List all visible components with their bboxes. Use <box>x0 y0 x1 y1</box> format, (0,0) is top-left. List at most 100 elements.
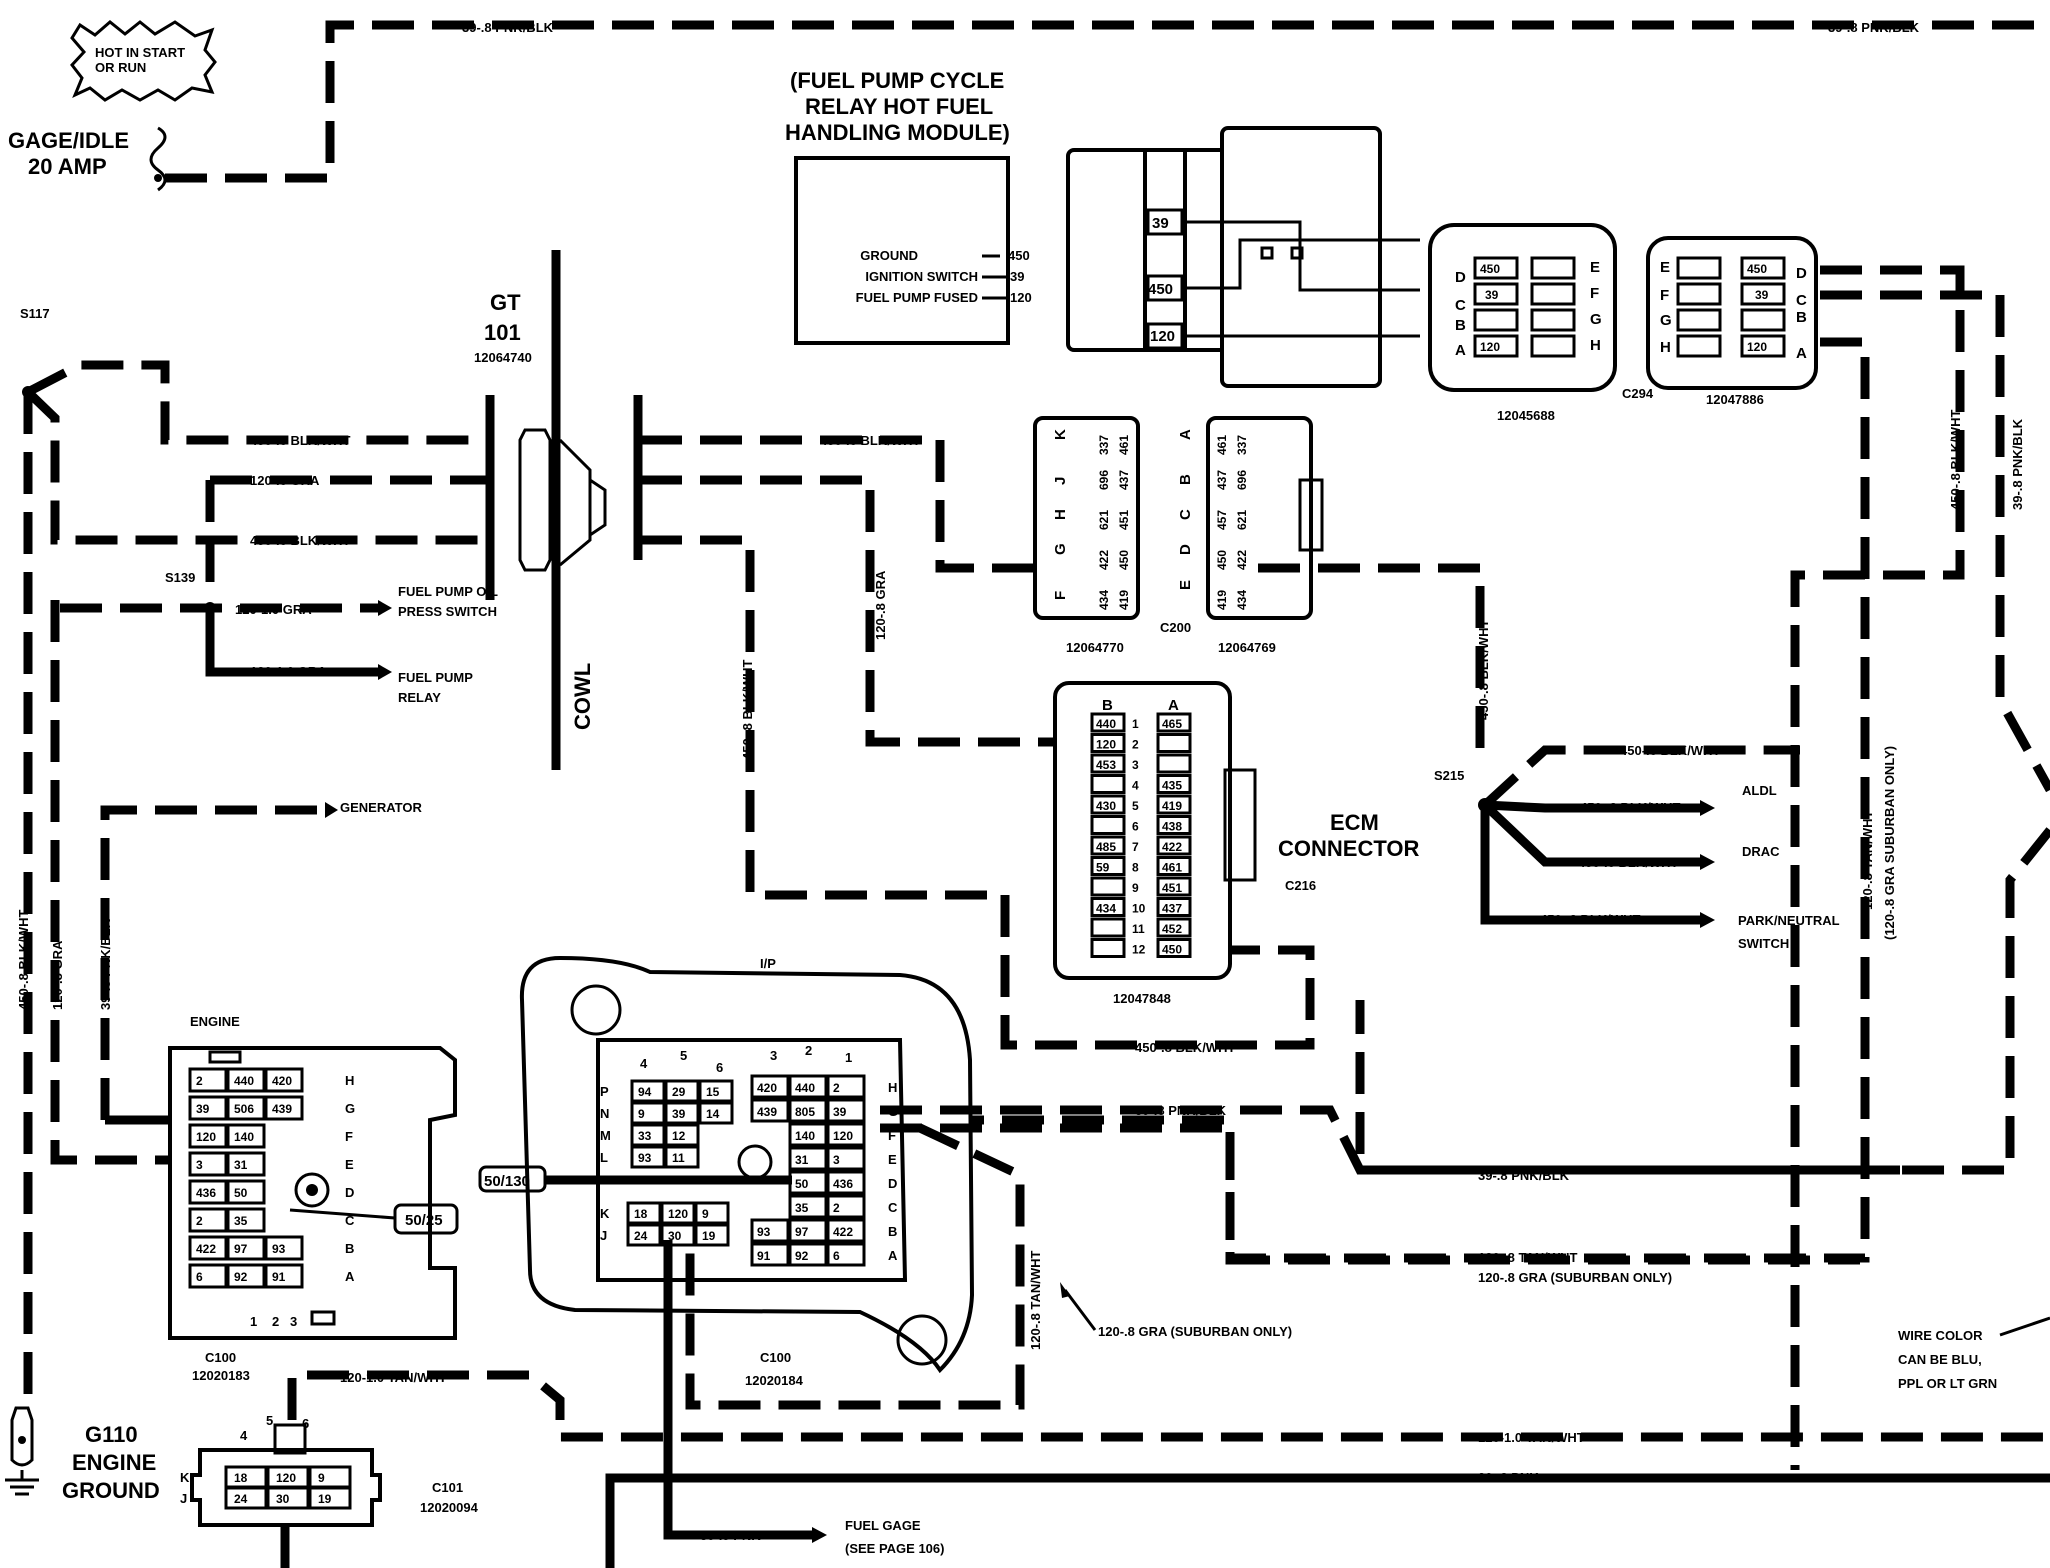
wire-120-1-label: 120-.8 GRA <box>250 473 320 488</box>
ecm-cell-a-text: 435 <box>1162 779 1182 793</box>
engine-title: ENGINE <box>190 1014 240 1029</box>
c200-r-cell-337: 337 <box>1235 435 1249 455</box>
wire-39-ip <box>880 1105 1900 1175</box>
engine-cell <box>188 1207 228 1233</box>
c101-cell-text: 19 <box>318 1492 332 1506</box>
engine-cell-text: 6 <box>196 1270 203 1284</box>
ecm-cell-a <box>1156 897 1192 917</box>
engine-cell <box>226 1095 266 1121</box>
ecm-cell-a <box>1156 794 1192 815</box>
engine-col-1: 1 <box>250 1314 257 1329</box>
ecm-row-num: 11 <box>1132 922 1145 936</box>
ip-kj-cell-text: 19 <box>702 1229 716 1243</box>
wire-39-far-right <box>1820 290 2050 793</box>
engine-cell-text: 50 <box>234 1186 248 1200</box>
ip-right-cell-text: 93 <box>757 1225 771 1239</box>
wire-450-vert-label: 450-.8 BLK/WHT <box>740 660 755 760</box>
ip-right-cell-text: 440 <box>795 1081 815 1095</box>
engine-row-letter: H <box>345 1073 354 1088</box>
ecm-row-num: 12 <box>1132 943 1146 957</box>
ip-callout: 50/130 <box>484 1173 530 1190</box>
module-title-3: HANDLING MODULE) <box>785 120 1010 145</box>
ecm-cell-b-text: 485 <box>1096 840 1116 854</box>
module-title-1: (FUEL PUMP CYCLE <box>790 68 1004 93</box>
module-pin-fuse: FUEL PUMP FUSED <box>856 290 978 305</box>
c200-l-cell-422: 422 <box>1097 550 1111 570</box>
relay-pin-39: 39 <box>1152 215 1169 232</box>
oil-press-label-2: PRESS SWITCH <box>398 604 497 619</box>
c200-right-letter-c: C <box>1177 509 1194 520</box>
ip-cell <box>664 1145 700 1169</box>
fuse-label-1: GAGE/IDLE <box>8 128 129 153</box>
s215-label: S215 <box>1434 768 1464 783</box>
ip-right-letter: E <box>888 1152 897 1167</box>
c200-l-cell-450: 450 <box>1117 550 1131 570</box>
ip-cell <box>698 1079 734 1103</box>
ecm-row-num: 1 <box>1132 717 1139 731</box>
ecm-cell-b <box>1090 753 1126 774</box>
engine-cell <box>188 1263 228 1289</box>
ip-cell <box>630 1079 666 1103</box>
ecm-cell-b <box>1090 897 1126 917</box>
engine-cell <box>226 1179 266 1205</box>
ip-col-label: 3 <box>770 1048 777 1063</box>
ip-right-cell <box>750 1098 790 1123</box>
ip-cell-text: 39 <box>672 1107 686 1121</box>
engine-cell <box>226 1151 266 1177</box>
c200-r-cell-621: 621 <box>1235 510 1249 530</box>
wire-120-left <box>50 600 170 1165</box>
hot-in-start-badge: HOT IN START OR RUN <box>70 20 217 102</box>
ip-right-cell <box>788 1074 828 1099</box>
c294-left-letter-a: A <box>1455 342 1466 359</box>
ecm-row-num: 6 <box>1132 820 1139 834</box>
ip-kj-cell <box>694 1223 730 1247</box>
ip-right-cell-text: 97 <box>795 1225 809 1239</box>
ecm-cell-a <box>1156 712 1192 733</box>
ip-right-letter: C <box>888 1200 898 1215</box>
ip-right-cell <box>750 1074 790 1099</box>
ecm-col-a: A <box>1168 697 1179 714</box>
c200-right-letter-d: D <box>1177 544 1194 555</box>
ip-right-cell <box>826 1122 866 1147</box>
engine-cell-text: 92 <box>234 1270 248 1284</box>
module-pin-ign: IGNITION SWITCH <box>865 269 978 284</box>
wire-450-right <box>640 435 1050 573</box>
wire-39-far-right-label: 39-.8 PNK/BLK <box>2010 418 2025 510</box>
ecm-cell-b-empty <box>1090 774 1126 794</box>
ip-col-label: 5 <box>680 1048 687 1063</box>
ecm-cell-a-text: 451 <box>1162 881 1182 895</box>
ip-right-cell-text: 31 <box>795 1153 809 1167</box>
ecm-cell-b-empty <box>1090 938 1126 958</box>
engine-col-3: 3 <box>290 1314 297 1329</box>
ip-row-letter: P <box>600 1084 609 1099</box>
engine-row-letter: F <box>345 1129 353 1144</box>
ecm-cell-a-text: 452 <box>1162 922 1182 936</box>
generator-label: GENERATOR <box>340 800 422 815</box>
engine-cell <box>264 1263 304 1289</box>
c294-label: C294 <box>1622 386 1654 401</box>
wire-450-1-label: 450-.8 BLK/WHT <box>250 433 350 448</box>
wire-39-ip-label: 39-.8 PNK/BLK <box>1135 1103 1227 1118</box>
c294-right-pin-450: 450 <box>1747 262 1767 276</box>
engine-col-2: 2 <box>272 1314 279 1329</box>
relay-pin-450: 450 <box>1148 281 1173 298</box>
engine-cell <box>264 1095 304 1121</box>
ip-right-cell-text: 436 <box>833 1177 853 1191</box>
ecm-cell-a-text: 422 <box>1162 840 1182 854</box>
ecm-cell-b-text: 434 <box>1096 902 1116 916</box>
ip-right-cell-text: 39 <box>833 1105 847 1119</box>
ecm-row-num: 5 <box>1132 799 1139 813</box>
ip-cell-text: 15 <box>706 1085 720 1099</box>
ecm-cell-a <box>1156 938 1192 958</box>
engine-cell-text: 506 <box>234 1102 254 1116</box>
s139-label: S139 <box>165 570 195 585</box>
c101-row-letter: J <box>180 1491 187 1506</box>
wire-120-relay-label: 120-1.0 GRA <box>250 664 327 679</box>
ground-label-3: GROUND <box>62 1478 160 1503</box>
engine-cell <box>226 1207 266 1233</box>
wire-450-far-right <box>1790 265 1965 1470</box>
ecm-cell-a <box>1156 835 1192 856</box>
ip-kj-cell <box>694 1201 730 1225</box>
wire-450-s215-label: 450-.8 BLK/WHT <box>1476 620 1491 720</box>
